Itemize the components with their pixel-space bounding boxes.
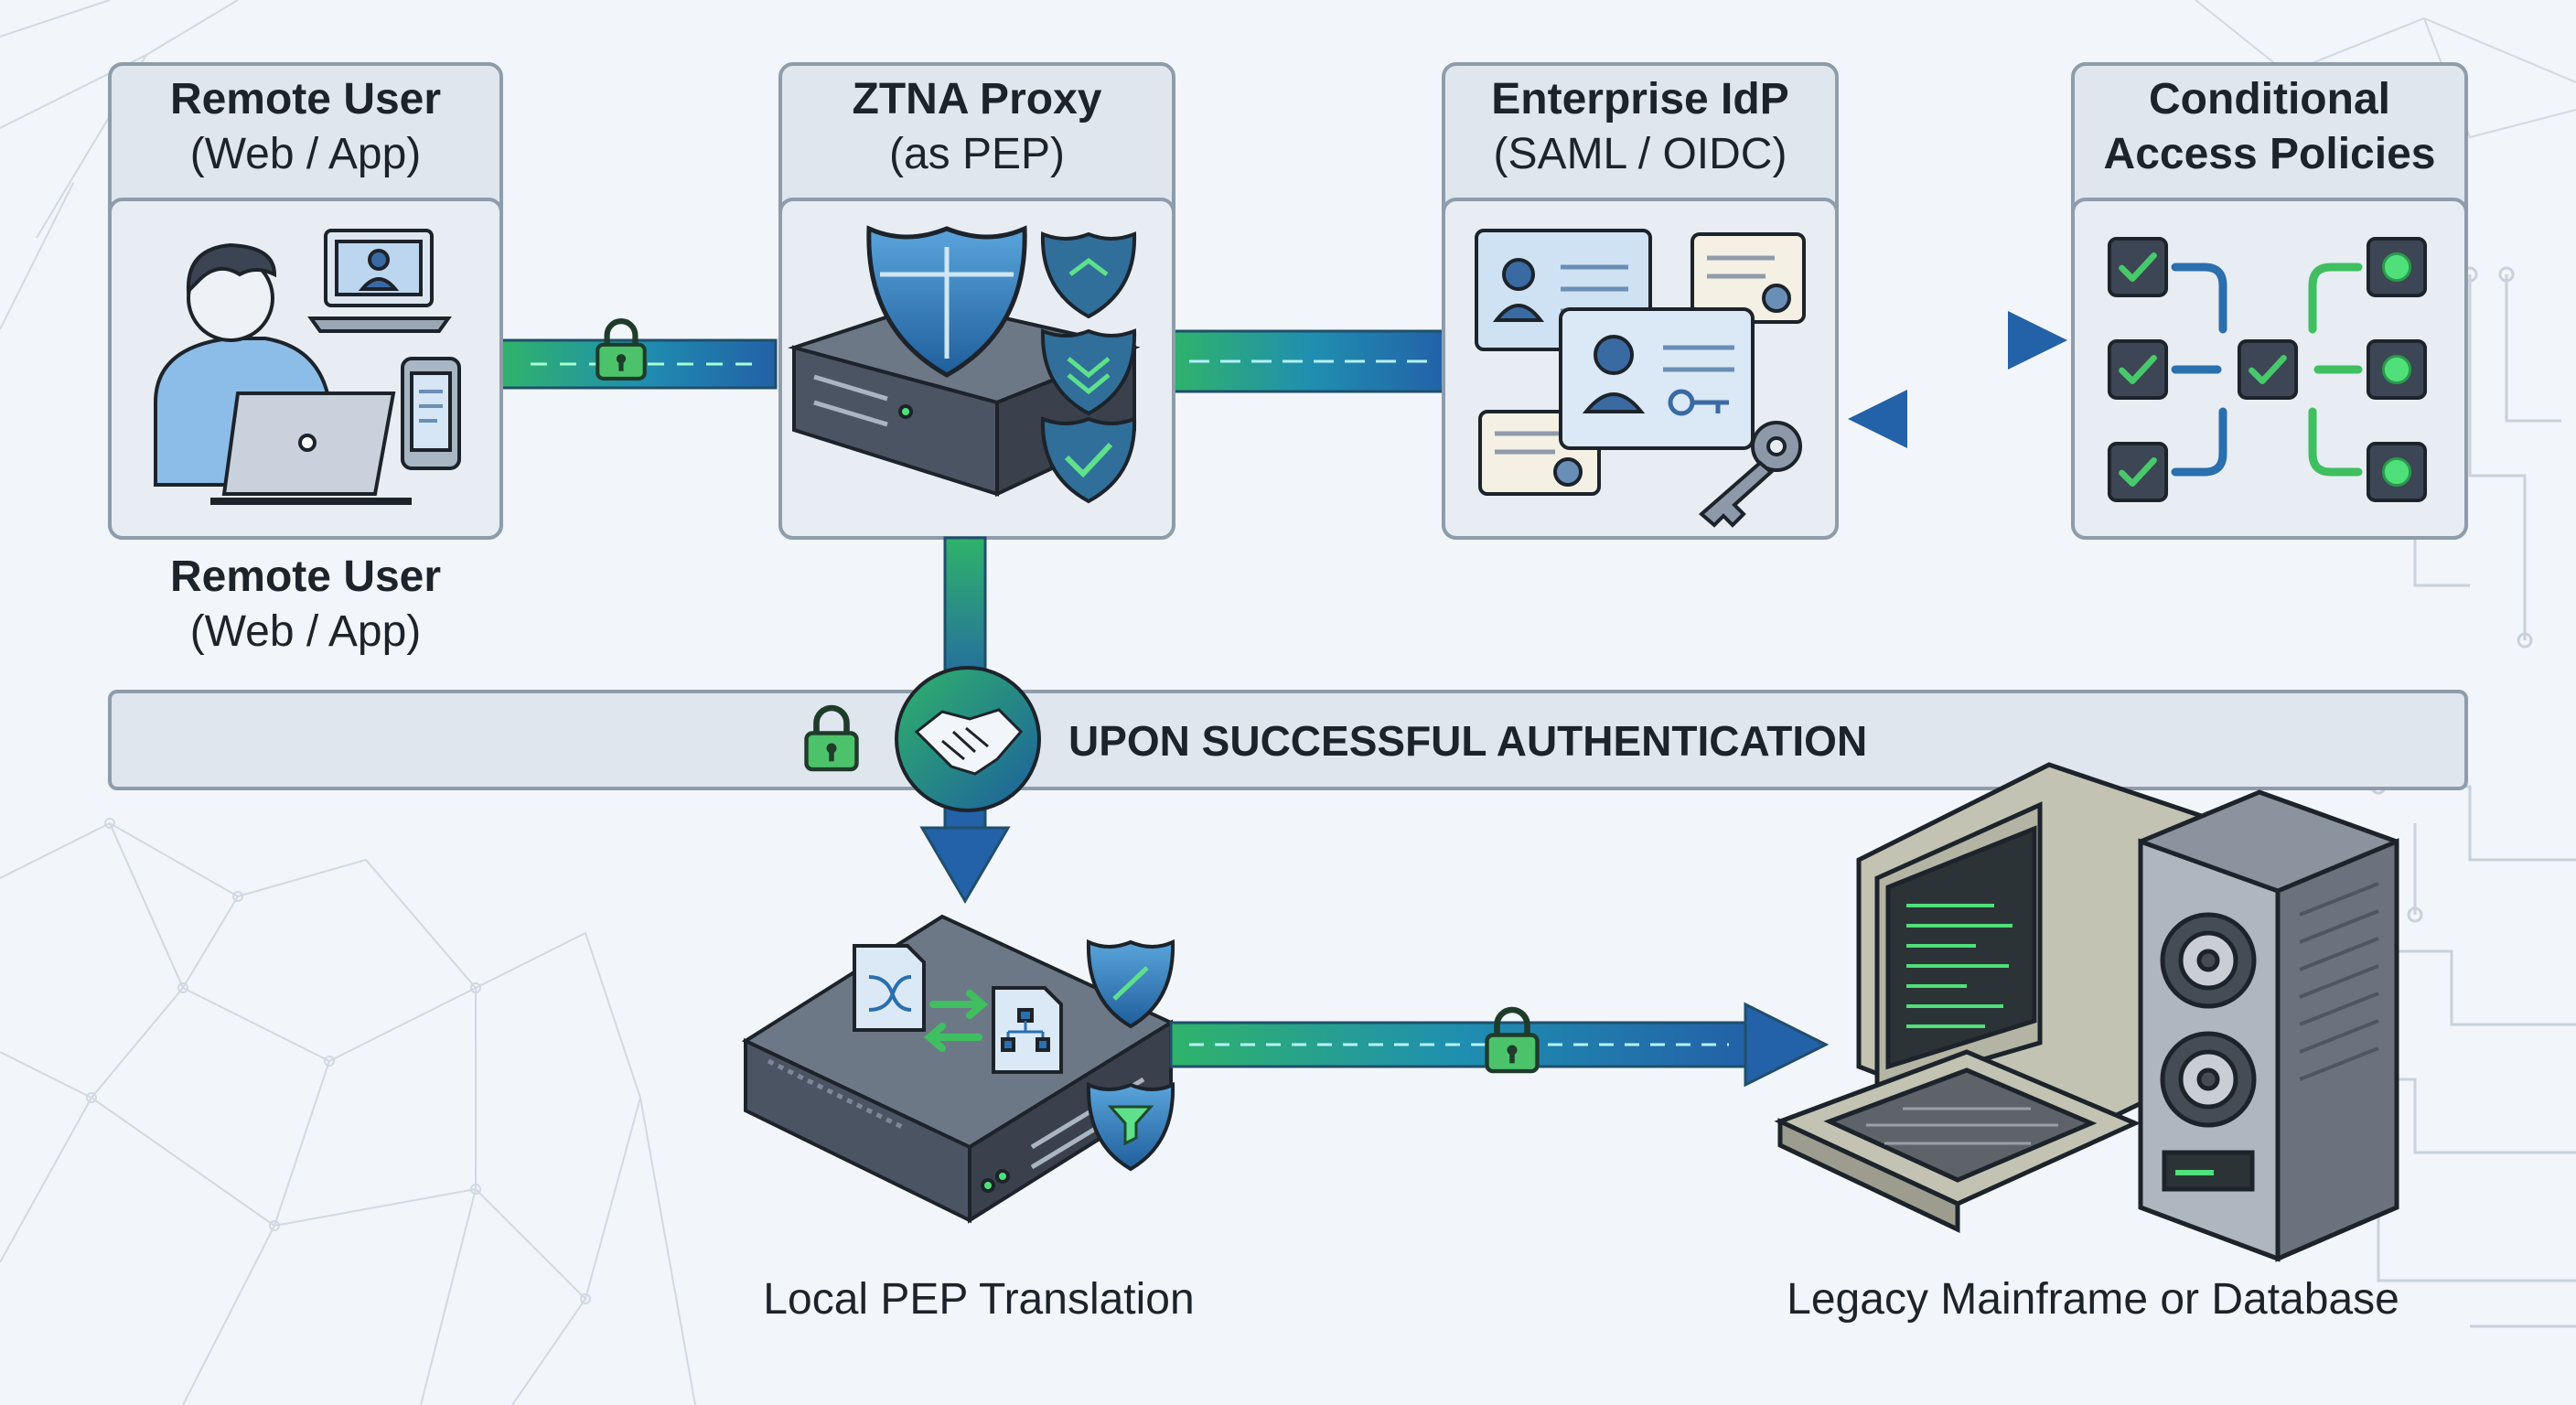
node-title: Enterprise IdP (1491, 75, 1788, 123)
node-remote-user: Remote User (Web / App) (108, 62, 503, 540)
file-shuffle-icon (853, 944, 926, 1032)
arrow-right-icon (1744, 1002, 1830, 1088)
bidirectional-arrows-idp-policies (1834, 311, 2072, 448)
legacy-label: Legacy Mainframe or Database (1787, 1275, 2399, 1324)
legacy-mainframe (1774, 762, 2399, 1262)
node-subtitle: (SAML / OIDC) (1494, 130, 1787, 178)
desktop-monitor-icon (307, 229, 452, 333)
arrow-down-icon (919, 826, 1011, 904)
user-with-laptop-icon (154, 242, 412, 505)
status-light-icon (2366, 441, 2428, 503)
padlock-icon (597, 321, 644, 379)
status-light-icon (2366, 236, 2428, 298)
shield-icon (1086, 938, 1175, 1029)
node-title-line2: Access Policies (2104, 130, 2436, 178)
authentication-banner: UPON SUCCESSFUL AUTHENTICATION (108, 690, 2468, 790)
local-pep-device (741, 914, 1175, 1224)
check-icon (2109, 444, 2166, 500)
handshake-badge (895, 666, 1041, 812)
stacked-security-shields-icon (1040, 231, 1137, 504)
node-ztna-proxy: ZTNA Proxy (as PEP) (778, 62, 1175, 540)
node-title: Remote User (170, 75, 441, 123)
status-light-icon (2366, 338, 2428, 401)
mobile-phone-icon (401, 357, 461, 470)
padlock-icon (1487, 1010, 1538, 1071)
node-title-line1: Conditional (2149, 75, 2390, 123)
tunnel-proxy-to-idp (1171, 329, 1449, 393)
filter-shield-icon (1086, 1081, 1175, 1172)
identity-cards-icon (1475, 229, 1806, 496)
key-icon (1698, 421, 1802, 528)
arrow-right-icon (2008, 311, 2067, 370)
translation-appliance-icon (741, 914, 1175, 1224)
check-icon (2109, 341, 2166, 398)
encrypted-tunnel-user-to-proxy (499, 321, 778, 390)
handshake-icon (914, 708, 1024, 776)
remote-user-caption-title: Remote User (170, 552, 441, 601)
check-icon (2239, 341, 2296, 398)
auth-banner-text: UPON SUCCESSFUL AUTHENTICATION (1068, 717, 1867, 765)
remote-user-caption-subtitle: (Web / App) (190, 607, 422, 656)
tape-drive-server-icon (2138, 789, 2399, 1262)
node-title: ZTNA Proxy (853, 75, 1102, 123)
tunnel-pep-to-legacy (1169, 1002, 1830, 1088)
node-enterprise-idp: Enterprise IdP (SAML / OIDC) (1442, 62, 1839, 540)
local-pep-label: Local PEP Translation (763, 1275, 1194, 1324)
node-subtitle: (Web / App) (190, 130, 422, 178)
arrow-left-icon (1848, 390, 1907, 448)
check-icon (2109, 239, 2166, 295)
node-conditional-access: Conditional Access Policies (2071, 62, 2468, 540)
swap-arrows-icon (923, 990, 989, 1052)
policy-flow-arrows (2171, 263, 2363, 477)
shield-icon (866, 225, 1027, 378)
file-hierarchy-icon (992, 986, 1063, 1074)
node-subtitle: (as PEP) (889, 130, 1065, 178)
